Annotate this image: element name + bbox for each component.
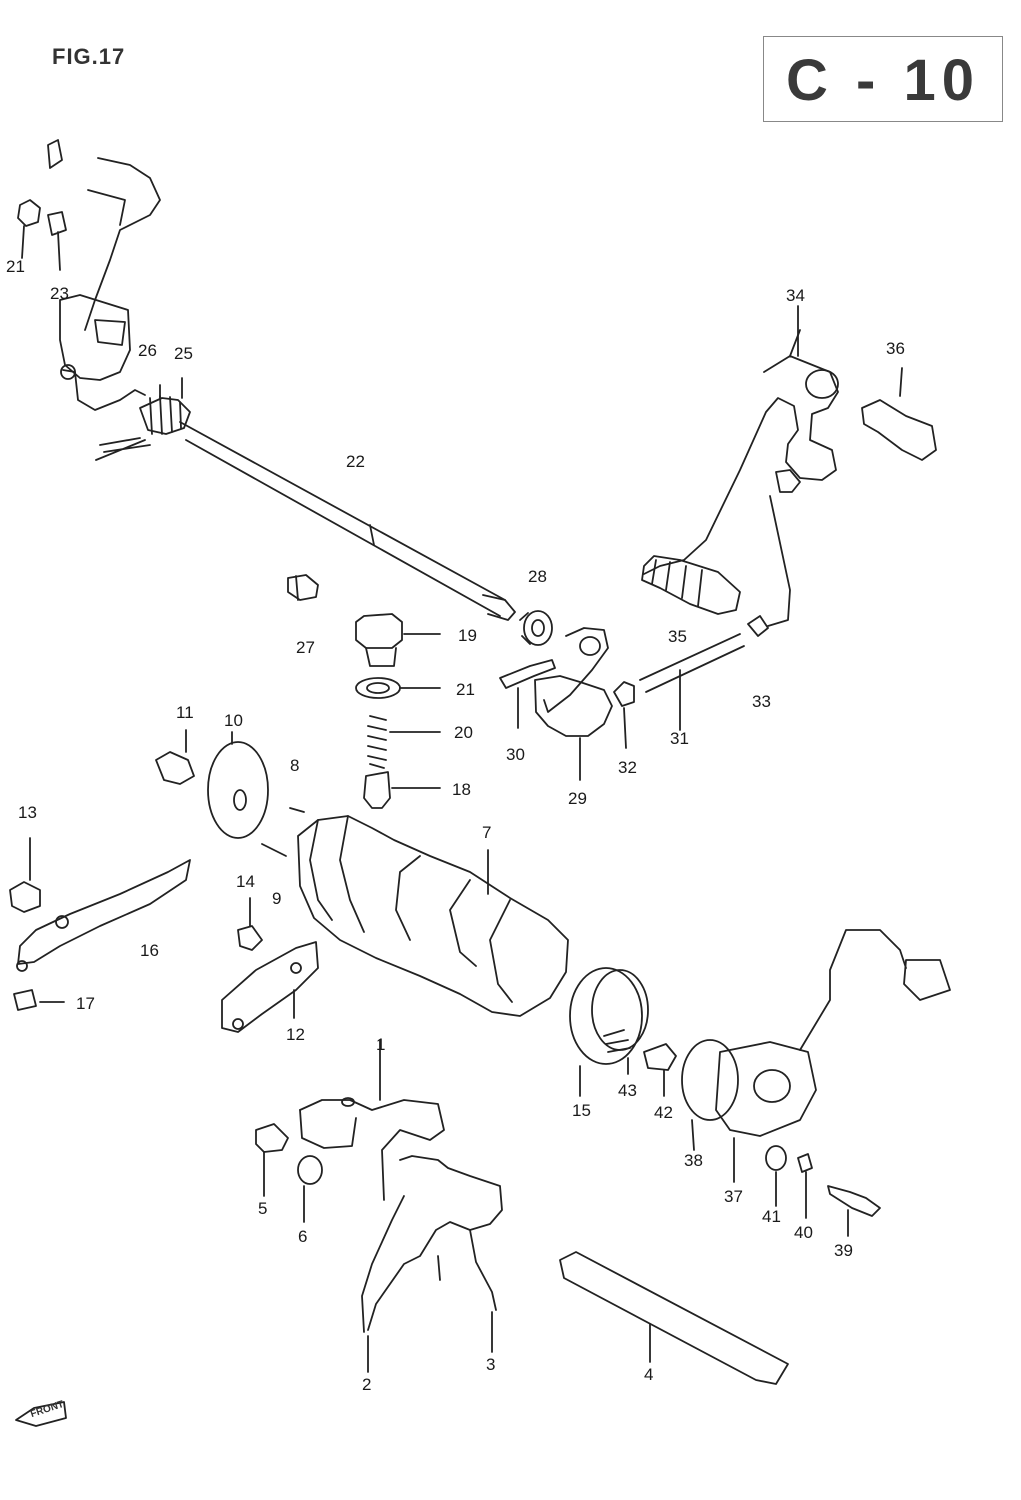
callout-17: 17 — [76, 994, 95, 1013]
cam-stopper-arm — [9, 837, 191, 1011]
callout-27: 27 — [296, 638, 315, 657]
cam-guide-plate — [221, 897, 319, 1033]
callout-2: 2 — [362, 1375, 372, 1394]
callout-5: 5 — [258, 1199, 268, 1218]
callout-43: 43 — [618, 1081, 637, 1100]
callout-19: 19 — [458, 626, 477, 645]
callout-29: 29 — [568, 789, 587, 808]
callout-37: 37 — [724, 1187, 743, 1206]
callout-39: 39 — [834, 1241, 853, 1260]
part-27-plug — [287, 574, 319, 601]
callout-14: 14 — [236, 872, 255, 891]
gearshift-pedal — [641, 305, 937, 637]
callout-26: 26 — [138, 341, 157, 360]
callout-10: 10 — [224, 711, 243, 730]
callout-30: 30 — [506, 745, 525, 764]
callout-23: 23 — [50, 284, 69, 303]
callout-40: 40 — [794, 1223, 813, 1242]
part-28-bushing — [519, 610, 553, 646]
callout-28: 28 — [528, 567, 547, 586]
callout-21: 21 — [456, 680, 475, 699]
callout-33: 33 — [752, 692, 771, 711]
section-code-box: C - 10 — [763, 36, 1003, 122]
shift-forks — [255, 1039, 789, 1385]
callout-35: 35 — [668, 627, 687, 646]
callout-38: 38 — [684, 1151, 703, 1170]
callout-18: 18 — [452, 780, 471, 799]
callout-15: 15 — [572, 1101, 591, 1120]
callout-12: 12 — [286, 1025, 305, 1044]
section-code: C - 10 — [786, 48, 980, 113]
callout-4: 4 — [644, 1365, 654, 1384]
callout-7: 7 — [482, 823, 492, 842]
callout-13: 13 — [18, 803, 37, 822]
cam-stopper-plate — [155, 729, 269, 839]
shift-lever-bracket — [17, 139, 161, 411]
callout-41: 41 — [762, 1207, 781, 1226]
figure-label: FIG.17 — [52, 44, 126, 69]
cam-bearing — [569, 967, 677, 1097]
callout-11: 11 — [176, 703, 194, 722]
callout-22: 22 — [346, 452, 365, 471]
callout-31: 31 — [670, 729, 689, 748]
front-arrow-icon — [15, 1401, 67, 1427]
callout-25: 25 — [174, 344, 193, 363]
callout-3: 3 — [486, 1355, 496, 1374]
neutral-switch — [681, 929, 951, 1237]
shift-rod — [613, 633, 745, 749]
callout-9: 9 — [272, 889, 282, 908]
callout-20: 20 — [454, 723, 473, 742]
gearshift-shaft — [95, 377, 516, 621]
callout-16: 16 — [140, 941, 159, 960]
callout-1: 1 — [376, 1035, 386, 1054]
shift-arm-assembly — [499, 627, 613, 781]
callout-32: 32 — [618, 758, 637, 777]
callout-42: 42 — [654, 1103, 673, 1122]
callout-34: 34 — [786, 286, 805, 305]
callout-8: 8 — [290, 756, 300, 775]
callout-6: 6 — [298, 1227, 308, 1246]
callout-21-lever: 21 — [6, 257, 25, 276]
gearshift-cam — [261, 807, 569, 1017]
neutral-stopper-stack — [355, 613, 441, 809]
callout-36: 36 — [886, 339, 905, 358]
